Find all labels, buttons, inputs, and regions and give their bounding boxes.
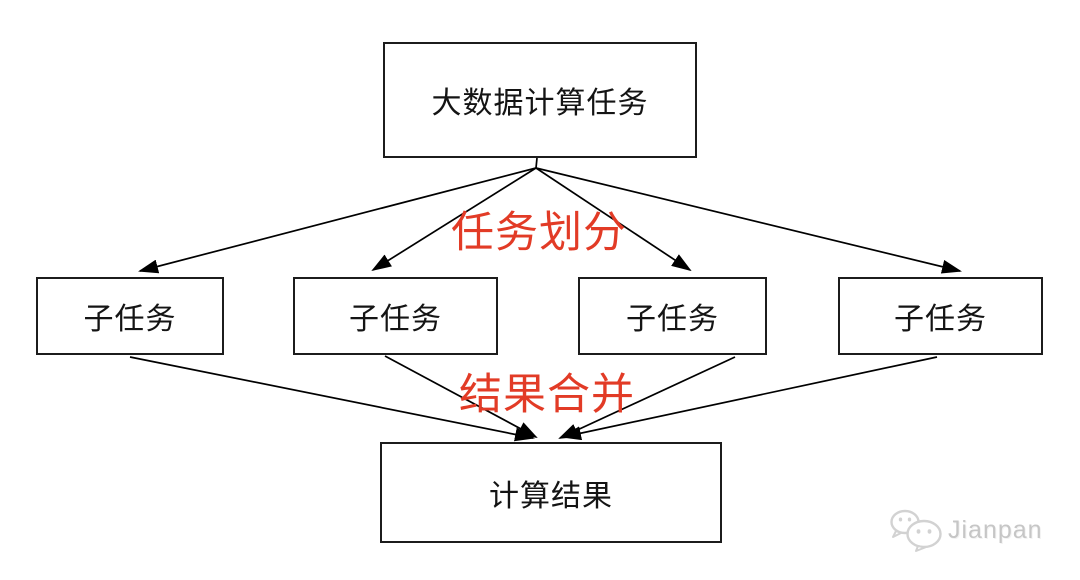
arrow-split-2 [371, 167, 537, 272]
watermark-label: Jianpan [948, 515, 1043, 544]
node-result: 计算结果 [380, 442, 722, 543]
arrow-merge-3 [558, 356, 736, 439]
node-subtask-3-label: 子任务 [626, 303, 719, 336]
node-subtask-3: 子任务 [578, 277, 767, 355]
node-subtask-1-label: 子任务 [83, 303, 177, 336]
arrow-stub [535, 157, 538, 169]
wechat-icon [890, 509, 942, 552]
arrow-merge-4 [561, 356, 938, 441]
arrow-split-1 [138, 167, 537, 274]
node-big-data-task-label: 大数据计算任务 [431, 87, 649, 120]
watermark: Jianpan [888, 508, 1043, 552]
arrow-merge-1 [129, 356, 535, 442]
node-subtask-4-label: 子任务 [894, 303, 987, 336]
phase-label-task-split: 任务划分 [451, 209, 627, 257]
node-result-label: 计算结果 [489, 479, 613, 513]
arrow-merge-2 [384, 355, 538, 438]
phase-label-result-merge: 结果合并 [459, 371, 635, 419]
arrow-split-4 [535, 167, 962, 274]
node-big-data-task: 大数据计算任务 [383, 42, 697, 158]
node-subtask-1: 子任务 [36, 277, 224, 355]
node-subtask-4: 子任务 [838, 277, 1043, 355]
node-subtask-2-label: 子任务 [349, 303, 442, 336]
arrow-split-3 [535, 167, 692, 272]
node-subtask-2: 子任务 [293, 277, 498, 355]
